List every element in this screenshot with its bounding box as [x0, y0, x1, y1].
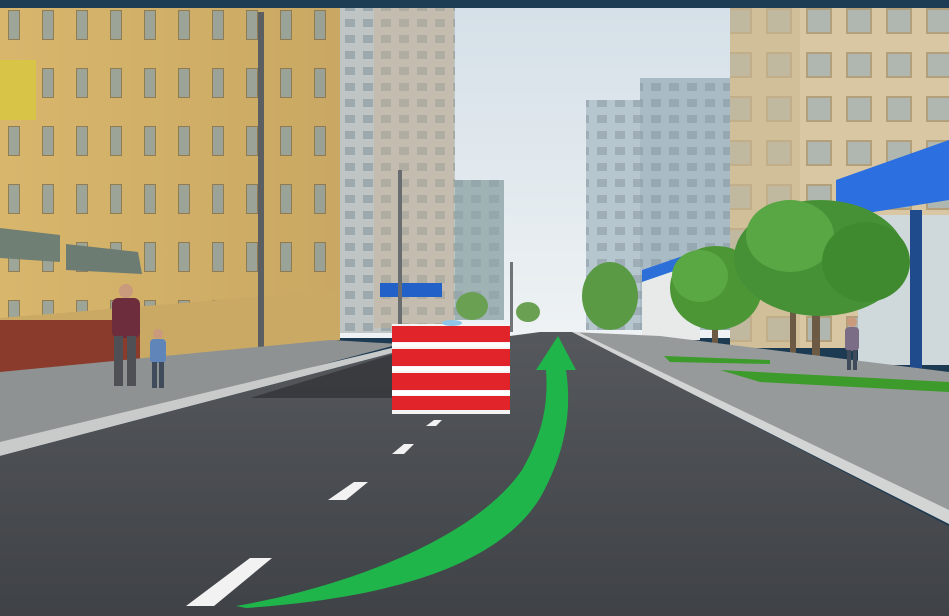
lamp-posts — [258, 12, 513, 372]
roadwork-barrier — [392, 320, 510, 414]
trees — [456, 200, 910, 380]
green-turn-arrow — [236, 336, 576, 608]
pedestrian-child — [150, 329, 166, 388]
top-frame-bar — [0, 0, 949, 8]
road-shadow — [250, 352, 420, 398]
left-grey-building — [330, 8, 455, 333]
pedestrian-right — [845, 317, 859, 370]
road — [0, 332, 949, 616]
left-yellow-building — [0, 8, 340, 375]
left-curb — [0, 346, 404, 456]
pedestrian-adult — [112, 284, 140, 386]
grass-patch — [720, 370, 949, 392]
grass-patch-2 — [664, 356, 770, 364]
